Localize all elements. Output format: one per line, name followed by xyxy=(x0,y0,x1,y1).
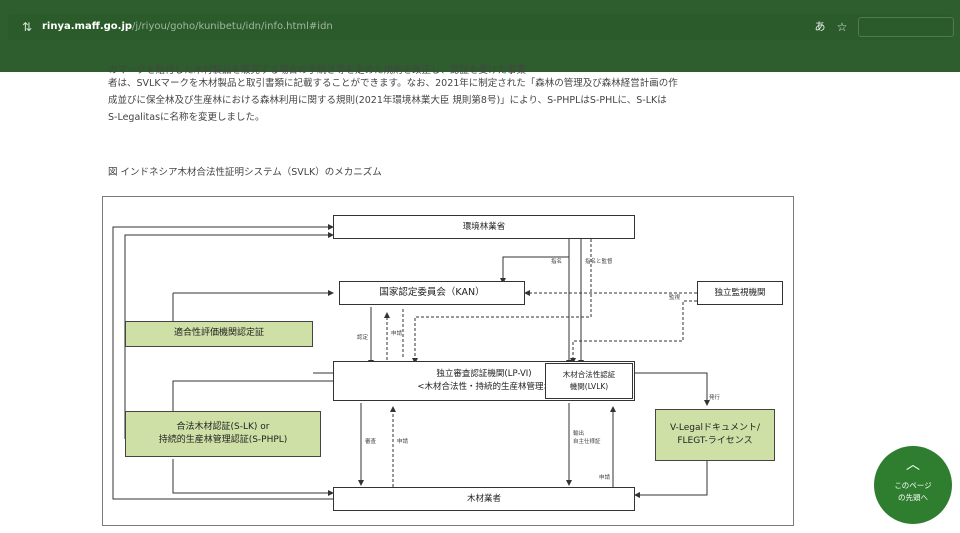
url-path: /j/riyou/goho/kunibetu/idn/info.html#idn xyxy=(132,21,333,32)
edge-label: 指名と監督 xyxy=(585,259,613,265)
figure-caption: 図 インドネシア木材合法性証明システム（SVLK）のメカニズム xyxy=(108,167,382,178)
paragraph-line: 者は、SVLKマークを木材製品と取引書類に記載することができます。なお、2021… xyxy=(108,78,678,89)
edge-label: 申請 xyxy=(599,475,611,481)
lpvi-text: 独立審査認証機関(LP-VI) <木材合法性・持続的生産林管理> xyxy=(379,368,589,394)
article-paragraph: のマークを貼付した木材製品を販売する場合の手続き等を定めた規則を改正し、認証を受… xyxy=(108,65,798,126)
box-timber-traders: 木材業者 xyxy=(333,487,635,511)
edge-label: 申請 xyxy=(397,439,409,445)
url-text[interactable]: rinya.maff.go.jp/j/riyou/goho/kunibetu/i… xyxy=(42,20,333,34)
box-monitor: 独立監視機関 xyxy=(697,281,783,305)
edge-label: 監視 xyxy=(669,295,681,301)
paragraph-line: S-Legalitasに名称を変更しました。 xyxy=(108,112,265,123)
browser-toolbar: ⇅ rinya.maff.go.jp/j/riyou/goho/kunibetu… xyxy=(0,0,960,72)
edge-label: 認定 xyxy=(357,335,369,341)
box-slk-phpl: 合法木材認証(S-LK) or 持続的生産林管理認証(S-PHPL) xyxy=(125,411,321,457)
box-accreditation-cert: 適合性評価機関認定証 xyxy=(125,321,313,347)
edge-label: 指名 xyxy=(551,259,563,265)
box-label: 独立審査認証機関(LP-VI) xyxy=(436,369,532,380)
box-label: 環境林業省 xyxy=(462,221,506,232)
address-bar[interactable] xyxy=(8,14,952,40)
box-label: 木材合法性認証 xyxy=(562,370,616,379)
back-to-top-label: の先頭へ xyxy=(898,493,928,502)
box-label: 国家認定委員会（KAN） xyxy=(379,286,485,298)
toolbar-extension-area[interactable] xyxy=(858,17,954,37)
translate-icon[interactable]: あ xyxy=(814,20,826,33)
vlegal-text: V-Legalドキュメント/ FLEGT-ライセンス xyxy=(670,422,760,449)
diagram-connectors xyxy=(112,224,710,500)
slk-text: 合法木材認証(S-LK) or 持続的生産林管理認証(S-PHPL) xyxy=(159,421,288,448)
site-info-icon[interactable]: ⇅ xyxy=(22,20,33,34)
edge-label: 輸出 自主仕様証 xyxy=(573,431,601,445)
box-label: V-Legalドキュメント/ xyxy=(669,422,761,433)
box-label: 持続的生産林管理認証(S-PHPL) xyxy=(158,435,288,445)
url-host: rinya.maff.go.jp xyxy=(42,21,133,32)
box-label: 木材業者 xyxy=(466,493,501,504)
bookmark-star-icon[interactable]: ☆ xyxy=(836,20,848,34)
svlk-mechanism-diagram: 環境林業省 国家認定委員会（KAN） 独立監視機関 適合性評価機関認定証 独立審… xyxy=(102,196,794,526)
edge-label: 発行 xyxy=(709,395,721,401)
box-label: <木材合法性・持続的生産林管理> xyxy=(417,382,551,392)
edge-label: 審査 xyxy=(365,439,377,445)
paragraph-line: 成並びに保全林及び生産林における森林利用に関する規則(2021年環境林業大臣 規… xyxy=(108,95,667,106)
box-label: 独立監視機関 xyxy=(714,287,766,298)
box-label: 適合性評価機関認定証 xyxy=(173,328,264,339)
paragraph-line: のマークを貼付した木材製品を販売する場合の手続き等を定めた規則を改正し、認証を受… xyxy=(108,65,527,75)
box-kan: 国家認定委員会（KAN） xyxy=(339,281,525,305)
box-label: 合法木材認証(S-LK) or xyxy=(176,421,270,432)
back-to-top-button[interactable]: ︿ このページ の先頭へ xyxy=(874,446,952,524)
box-kankyo-ministry: 環境林業省 xyxy=(333,215,635,239)
edge-label: 申請 xyxy=(391,331,403,337)
box-vlegal-flegt: V-Legalドキュメント/ FLEGT-ライセンス xyxy=(655,409,775,461)
box-label: FLEGT-ライセンス xyxy=(677,436,753,446)
lvlk-text: 木材合法性認証 機関(LVLK) xyxy=(563,369,616,393)
chevron-up-icon: ︿ xyxy=(906,457,920,473)
back-to-top-label: このページ xyxy=(894,481,932,490)
box-label: 機関(LVLK) xyxy=(569,382,609,391)
box-lvlk: 木材合法性認証 機関(LVLK) xyxy=(545,363,633,399)
